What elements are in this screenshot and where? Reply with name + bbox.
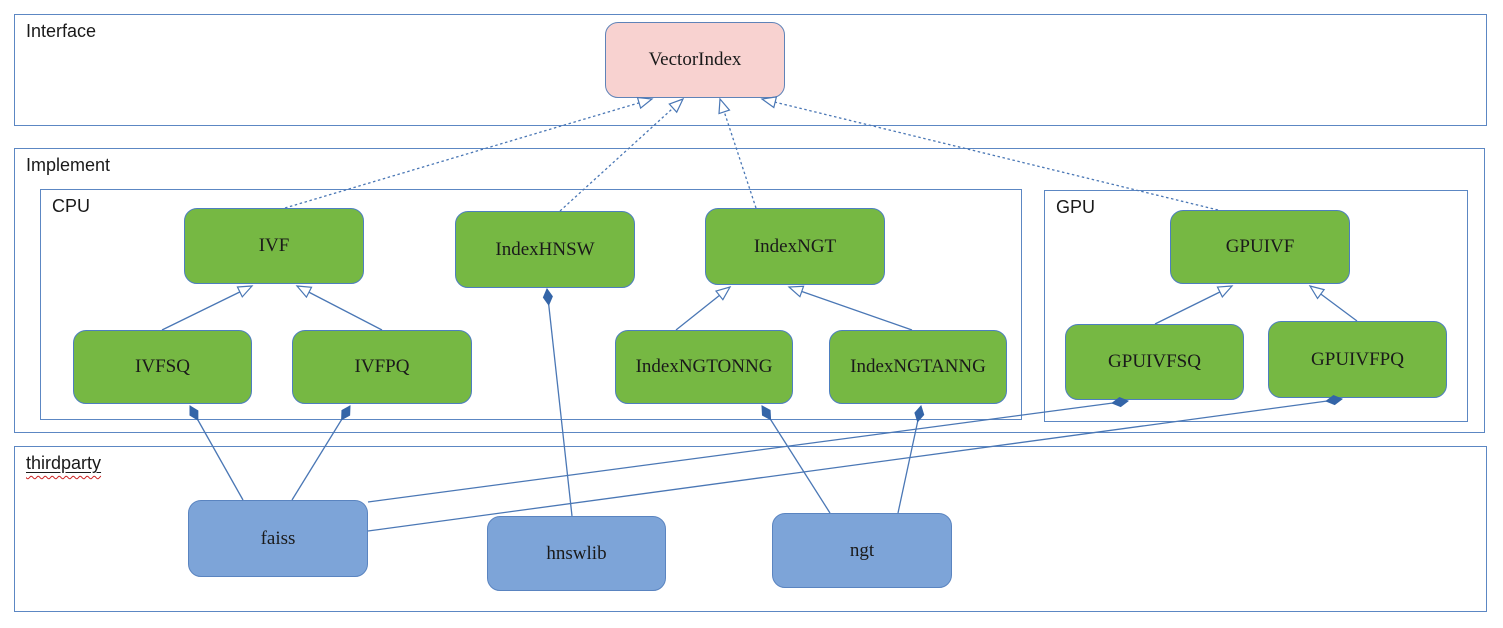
node-gpuivfsq: GPUIVFSQ bbox=[1065, 324, 1244, 400]
section-label-interface: Interface bbox=[26, 21, 97, 41]
node-hnswlib: hnswlib bbox=[487, 516, 666, 591]
node-indexngt: IndexNGT bbox=[705, 208, 885, 285]
node-label: ngt bbox=[849, 539, 875, 561]
node-label: IVFSQ bbox=[135, 356, 190, 377]
section-label-thirdparty: thirdparty bbox=[26, 453, 102, 473]
section-label-cpu: CPU bbox=[52, 196, 91, 216]
node-vectorindex: VectorIndex bbox=[605, 22, 785, 98]
node-label: GPUIVFSQ bbox=[1108, 351, 1201, 372]
node-label: GPUIVFPQ bbox=[1311, 348, 1404, 370]
node-label: faiss bbox=[260, 527, 296, 549]
node-label: IVFPQ bbox=[354, 356, 410, 377]
node-ivf: IVF bbox=[184, 208, 364, 284]
node-ngt: ngt bbox=[772, 513, 952, 588]
node-label: IndexNGTONNG bbox=[635, 356, 773, 377]
node-gpuivf: GPUIVF bbox=[1170, 210, 1350, 284]
node-indexngtonng: IndexNGTONNG bbox=[615, 330, 793, 404]
node-label: IndexNGT bbox=[753, 235, 837, 257]
node-ivfpq: IVFPQ bbox=[292, 330, 472, 404]
node-label: GPUIVF bbox=[1225, 236, 1295, 257]
node-label: hnswlib bbox=[546, 542, 607, 564]
section-label-gpu: GPU bbox=[1056, 197, 1096, 217]
node-label: IndexHNSW bbox=[495, 238, 595, 260]
node-indexngtanng: IndexNGTANNG bbox=[829, 330, 1007, 404]
node-label: IndexNGTANNG bbox=[850, 356, 986, 377]
section-label-implement: Implement bbox=[26, 155, 111, 175]
node-label: IVF bbox=[258, 235, 290, 256]
node-faiss: faiss bbox=[188, 500, 368, 577]
node-gpuivfpq: GPUIVFPQ bbox=[1268, 321, 1447, 398]
node-label: VectorIndex bbox=[648, 49, 742, 70]
node-ivfsq: IVFSQ bbox=[73, 330, 252, 404]
node-indexhnsw: IndexHNSW bbox=[455, 211, 635, 288]
